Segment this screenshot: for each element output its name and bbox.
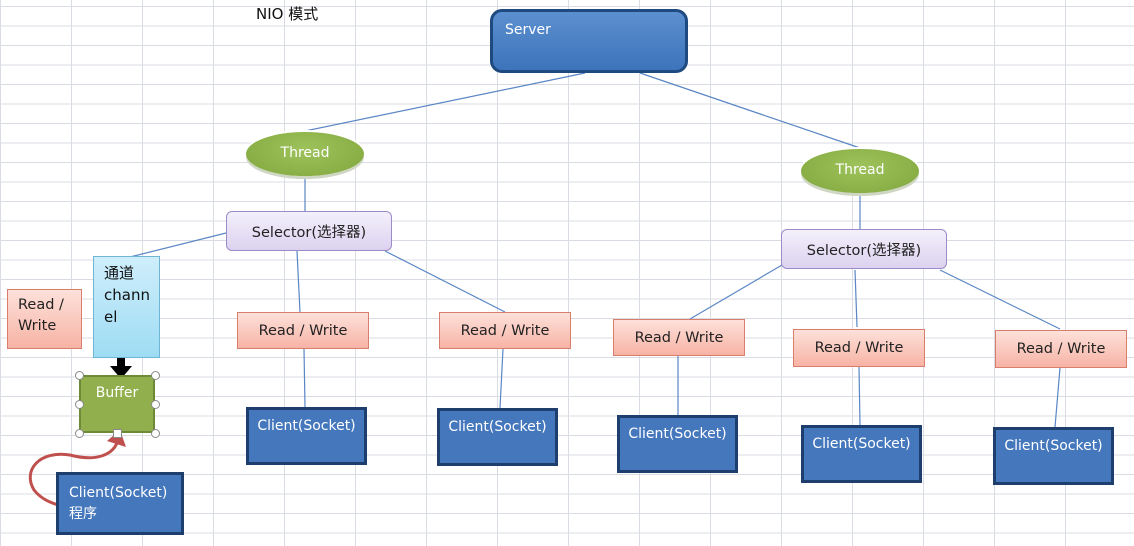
connector-server-thread-right [639, 72, 861, 149]
client-socket-box[interactable]: Client(Socket) [993, 427, 1114, 485]
read-write-label: Read / Write [460, 322, 550, 339]
server-label: Server [505, 22, 551, 38]
selector-left-box[interactable]: Selector(选择器) [226, 211, 392, 251]
read-write-box-left[interactable]: Read / Write [7, 289, 82, 349]
read-write-box[interactable]: Read / Write [613, 319, 745, 356]
channel-label-en: chann [104, 286, 150, 304]
connector-rw1-client1 [303, 348, 306, 408]
thread-right-ellipse[interactable]: Thread [801, 149, 919, 193]
selector-label: Selector(选择器) [806, 242, 922, 259]
connector-selector-rw-5 [939, 269, 1061, 330]
thread-label: Thread [280, 145, 330, 161]
client-label: Client(Socket) [448, 419, 547, 435]
read-write-label: Read / Write [258, 322, 348, 339]
channel-label-en-cont: el [104, 308, 118, 326]
connector-selector-rw-2 [384, 250, 506, 313]
connector-rw4-client4 [858, 366, 861, 426]
read-write-box[interactable]: Read / Write [793, 329, 925, 367]
resize-handle[interactable] [151, 371, 160, 380]
client-program-box[interactable]: Client(Socket) 程序 [56, 472, 184, 535]
client-program-label: Client(Socket) [69, 485, 168, 501]
client-label: Client(Socket) [257, 418, 356, 434]
resize-handle[interactable] [75, 371, 84, 380]
read-write-box[interactable]: Read / Write [995, 330, 1127, 368]
resize-handle[interactable] [151, 429, 160, 438]
client-socket-box[interactable]: Client(Socket) [801, 425, 922, 483]
connector-rw2-client2 [499, 348, 504, 409]
resize-handle[interactable] [75, 429, 84, 438]
read-write-box[interactable]: Read / Write [237, 312, 369, 349]
client-label: Client(Socket) [812, 436, 911, 452]
read-write-label: Read / [18, 297, 64, 313]
connector-selector-rw-1 [296, 250, 301, 313]
resize-handle[interactable] [151, 400, 160, 409]
thread-label: Thread [835, 162, 885, 178]
client-program-label-cn: 程序 [69, 506, 97, 522]
connector-server-thread-left [304, 72, 586, 132]
client-socket-box[interactable]: Client(Socket) [246, 407, 367, 465]
thread-left-ellipse[interactable]: Thread [246, 132, 364, 176]
channel-label-cn: 通道 [104, 264, 135, 282]
resize-handle[interactable] [113, 429, 122, 438]
client-label: Client(Socket) [628, 426, 727, 442]
client-socket-box[interactable]: Client(Socket) [437, 408, 558, 466]
connector-selector-rw-3 [689, 264, 783, 320]
connector-selector-rw-4 [854, 269, 858, 328]
read-write-label: Write [18, 318, 57, 334]
connector-rw5-client5 [1054, 367, 1061, 428]
buffer-box[interactable]: Buffer [79, 375, 155, 433]
client-label: Client(Socket) [1004, 438, 1103, 454]
read-write-label: Read / Write [1016, 341, 1106, 357]
client-socket-box[interactable]: Client(Socket) [617, 415, 738, 473]
buffer-label: Buffer [95, 385, 139, 401]
channel-box[interactable]: 通道 chann el [93, 256, 160, 358]
page-title: NIO 模式 [256, 5, 319, 23]
read-write-box[interactable]: Read / Write [439, 312, 571, 349]
connector-selector-channel [129, 232, 227, 258]
read-write-label: Read / Write [814, 340, 904, 356]
server-box[interactable]: Server [490, 9, 688, 73]
selector-right-box[interactable]: Selector(选择器) [781, 229, 947, 269]
selector-label: Selector(选择器) [251, 224, 367, 241]
resize-handle[interactable] [75, 400, 84, 409]
read-write-label: Read / Write [634, 329, 724, 346]
